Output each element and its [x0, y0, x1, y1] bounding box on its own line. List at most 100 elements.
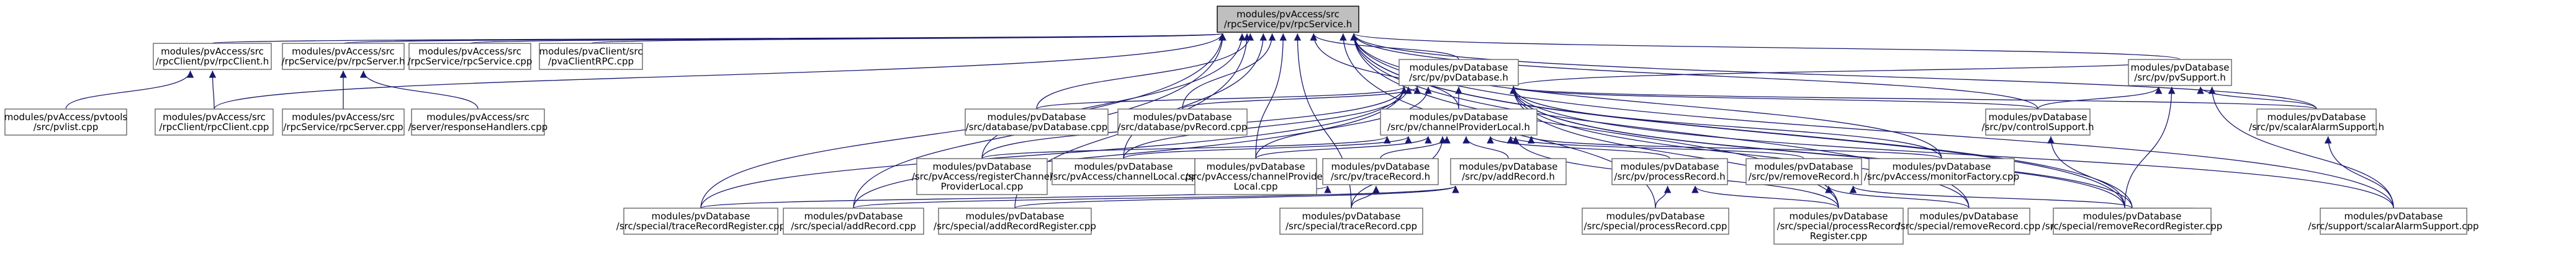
node-label-line: /src/pv/traceRecord.h: [1331, 171, 1430, 182]
graph-edge: [1825, 185, 1970, 209]
graph-node-addRecordRegister-cpp[interactable]: modules/pvDatabase/src/special/addRecord…: [934, 208, 1096, 235]
graph-node-pvlist-cpp[interactable]: modules/pvAccess/pvtools/src/pvlist.cpp: [4, 108, 128, 136]
graph-node-rpcClient-cpp[interactable]: modules/pvAccess/src/rpcClient/rpcClient…: [155, 108, 274, 136]
graph-edge: [1510, 86, 2133, 209]
graph-edge: [1462, 136, 1509, 159]
graph-node-monitorFactory-cpp[interactable]: modules/pvDatabase/src/pvAccess/monitorF…: [1864, 158, 2019, 185]
graph-edge: [1849, 185, 2133, 209]
graph-node-rpcServer-h[interactable]: modules/pvAccess/src/rpcService/pv/rpcSe…: [282, 43, 405, 70]
node-label-line: modules/pvDatabase: [1892, 161, 1991, 172]
graph-edge: [209, 70, 217, 110]
graph-edge: [1036, 33, 1254, 110]
graph-edge: [469, 33, 1225, 44]
graph-node-rpcClient-h[interactable]: modules/pvAccess/src/rpcClient/pv/rpcCli…: [153, 43, 272, 70]
node-box: [1611, 158, 1728, 185]
graph-edge: [1036, 86, 1408, 110]
node-box: [282, 43, 405, 70]
graph-edges: [65, 33, 2394, 209]
graph-node-channelProviderLocal-cpp[interactable]: modules/pvDatabase/src/pvAccess/channelP…: [1185, 158, 1327, 195]
graph-node-pvSupport-h[interactable]: modules/pvDatabase/src/pv/pvSupport.h: [2128, 59, 2232, 86]
graph-node-pvtraceRecord-h[interactable]: modules/pvDatabase/src/pv/traceRecord.h: [1322, 158, 1439, 185]
graph-edge: [1487, 136, 1670, 159]
graph-edge: [853, 185, 1459, 209]
graph-node-pvRecord-cpp[interactable]: modules/pvDatabase/src/database/pvRecord…: [1117, 108, 1248, 136]
node-label-line: /src/pvAccess/monitorFactory.cpp: [1864, 171, 2019, 182]
graph-node-pvDatabase-cpp[interactable]: modules/pvDatabase/src/database/pvDataba…: [965, 108, 1109, 136]
graph-edge: [2197, 86, 2317, 110]
graph-nodes: modules/pvAccess/src/rpcService/pv/rpcSe…: [4, 6, 2479, 245]
graph-node-pvremoveRecord-h[interactable]: modules/pvDatabase/src/pv/removeRecord.h: [1745, 158, 1862, 185]
node-box: [2128, 59, 2232, 86]
node-label-line: modules/pvDatabase: [2083, 211, 2181, 222]
node-label-line: /src/pvlist.cpp: [34, 121, 99, 133]
graph-node-processRecord-cpp[interactable]: modules/pvDatabase/src/special/processRe…: [1582, 208, 1729, 235]
node-label-line: modules/pvDatabase: [1302, 211, 1400, 222]
node-label-line: /src/support/scalarAlarmSupport.cpp: [2308, 221, 2479, 232]
node-box: [1773, 208, 1904, 245]
graph-edge: [2124, 86, 2176, 209]
node-label-line: modules/pvAccess/src: [163, 112, 266, 123]
graph-node-pvprocessRecord-h[interactable]: modules/pvDatabase/src/pv/processRecord.…: [1611, 158, 1728, 185]
node-label-line: /src/pvAccess/channelLocal.cpp: [1050, 171, 1197, 182]
node-box: [408, 43, 531, 70]
graph-edge: [1510, 86, 2038, 110]
graph-node-rpcService-cpp[interactable]: modules/pvAccess/src/rpcService/rpcServi…: [408, 43, 533, 70]
node-box: [539, 43, 643, 70]
graph-edge: [1350, 33, 2317, 110]
graph-edge: [981, 33, 1246, 159]
node-box: [1582, 208, 1729, 235]
node-label-line: /src/pv/channelProviderLocal.h: [1387, 121, 1530, 133]
graph-edge: [1123, 33, 1268, 159]
node-label-line: modules/pvDatabase: [1459, 161, 1557, 172]
node-label-line: /rpcService/pv/rpcServer.h: [282, 56, 405, 67]
graph-node-pvaClientRPC-cpp[interactable]: modules/pvaClient/src/pvaClientRPC.cpp: [539, 43, 643, 70]
graph-node-pvaddRecord-h[interactable]: modules/pvDatabase/src/pv/addRecord.h: [1450, 158, 1567, 185]
node-label-line: /src/pv/pvSupport.h: [2134, 72, 2225, 83]
graph-node-pvscalarAlarmSupport-h[interactable]: modules/pvDatabase/src/pv/scalarAlarmSup…: [2249, 108, 2384, 136]
node-label-line: modules/pvAccess/src: [426, 112, 529, 123]
graph-edge: [1510, 86, 2317, 110]
node-label-line: modules/pvDatabase: [1606, 211, 1705, 222]
graph-node-responseHandlers-cpp[interactable]: modules/pvAccess/src/server/responseHand…: [408, 108, 548, 136]
node-label-line: /src/database/pvDatabase.cpp: [966, 121, 1108, 133]
node-label-line: /src/pvAccess/registerChannel: [912, 171, 1052, 182]
graph-node-processRecordRegister-cpp[interactable]: modules/pvDatabase/src/special/processRe…: [1773, 208, 1904, 245]
node-label-line: /src/pv/pvDatabase.h: [1409, 72, 1508, 83]
node-box: [783, 208, 924, 235]
node-label-line: modules/pvDatabase: [2344, 211, 2443, 222]
node-label-line: modules/pvDatabase: [1789, 211, 1888, 222]
graph-node-rpcServer-cpp[interactable]: modules/pvAccess/src/rpcService/rpcServe…: [282, 108, 405, 136]
node-label-line: modules/pvDatabase: [1133, 112, 1232, 123]
node-label-line: /src/special/removeRecordRegister.cpp: [2042, 221, 2223, 232]
node-box: [1279, 208, 1423, 235]
graph-node-channelLocal-cpp[interactable]: modules/pvDatabase/src/pvAccess/channelL…: [1050, 158, 1197, 185]
graph-node-traceRecord-cpp[interactable]: modules/pvDatabase/src/special/traceReco…: [1279, 208, 1423, 235]
node-label-line: modules/pvDatabase: [1206, 161, 1305, 172]
node-label-line: /src/special/processRecord.cpp: [1584, 221, 1727, 232]
graph-node-traceRecordRegister-cpp[interactable]: modules/pvDatabase/src/special/traceReco…: [616, 208, 785, 235]
graph-node-removeRecordRegister-cpp[interactable]: modules/pvDatabase/src/special/removeRec…: [2042, 208, 2223, 235]
graph-node-removeRecord-cpp[interactable]: modules/pvDatabase/src/special/removeRec…: [1898, 208, 2040, 235]
node-label-line: /src/pvAccess/channelProvider: [1185, 171, 1327, 182]
graph-node-scalarAlarmSupport-cpp[interactable]: modules/pvDatabase/src/support/scalarAla…: [2308, 208, 2479, 235]
node-label-line: /src/special/addRecord.cpp: [791, 221, 916, 232]
node-box: [1745, 158, 1862, 185]
graph-edge: [1014, 185, 1459, 209]
graph-node-addRecord-cpp[interactable]: modules/pvDatabase/src/special/addRecord…: [783, 208, 924, 235]
graph-node-root[interactable]: modules/pvAccess/src/rpcService/pv/rpcSe…: [1217, 6, 1359, 33]
graph-edge: [1182, 86, 1421, 110]
node-box: [282, 108, 405, 136]
graph-node-channelProviderLocal-h[interactable]: modules/pvDatabase/src/pv/channelProvide…: [1380, 108, 1538, 136]
graph-edge: [2047, 136, 2125, 209]
node-label-line: ProviderLocal.cpp: [941, 181, 1024, 192]
node-box: [2320, 208, 2467, 235]
node-label-line: modules/pvAccess/src: [161, 46, 264, 57]
graph-node-pvDatabase-h[interactable]: modules/pvDatabase/src/pv/pvDatabase.h: [1398, 59, 1519, 86]
graph-edge: [700, 86, 1408, 209]
graph-node-pvcontrolSupport-h[interactable]: modules/pvDatabase/src/pv/controlSupport…: [1981, 108, 2094, 136]
graph-node-registerChannelProviderLocal-cpp[interactable]: modules/pvDatabase/src/pvAccess/register…: [912, 158, 1052, 195]
node-label-line: /src/pv/removeRecord.h: [1749, 171, 1860, 182]
node-label-line: modules/pvDatabase: [2267, 112, 2366, 123]
node-label-line: modules/pvAccess/pvtools: [4, 112, 128, 123]
